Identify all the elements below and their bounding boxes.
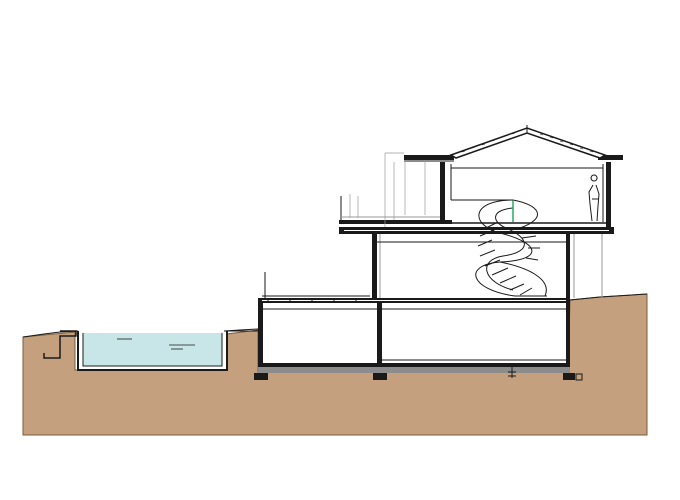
footing-mid <box>373 373 387 380</box>
lower-level <box>254 272 583 381</box>
guide-lines <box>349 152 426 227</box>
pool-walls <box>77 331 228 371</box>
stair-outer-curve-back <box>499 199 547 297</box>
drain-detail <box>508 364 583 381</box>
upper-floor <box>339 155 623 227</box>
footing-left <box>254 373 268 380</box>
upper-wall-left <box>440 162 445 222</box>
stair-treads <box>477 221 540 296</box>
basement-floor <box>258 363 570 367</box>
roof-eave-right <box>598 155 623 160</box>
stair-inner-spiral <box>486 207 525 291</box>
pool-water <box>83 333 222 366</box>
roof-eave-left <box>404 155 454 160</box>
basement-wall-mid <box>377 303 382 372</box>
terrace-railing <box>262 295 370 302</box>
swimming-pool <box>43 330 258 371</box>
pool-coping-left <box>43 330 77 359</box>
roof-tiles <box>449 127 607 159</box>
footing-right <box>563 373 575 380</box>
basement-wall-right <box>566 303 570 372</box>
guide-frame <box>349 152 426 227</box>
upper-wall-right <box>606 162 611 227</box>
spiral-staircase <box>475 199 547 297</box>
ground-floor-wall-left <box>372 234 377 298</box>
stair-outer-spiral <box>475 199 547 297</box>
roof-tile-hatch <box>461 132 594 153</box>
basement-wall-left <box>258 303 263 371</box>
first-floor-slab-inner <box>344 230 609 231</box>
pool-walls-inner <box>82 333 223 367</box>
ground-floor-column <box>566 234 570 298</box>
human-figure <box>588 174 600 222</box>
pitched-roof <box>449 125 607 159</box>
terrace-slab-inner <box>262 300 566 301</box>
ground-floor <box>339 227 614 298</box>
balcony-slab <box>339 220 452 224</box>
basement-slab <box>258 367 570 373</box>
